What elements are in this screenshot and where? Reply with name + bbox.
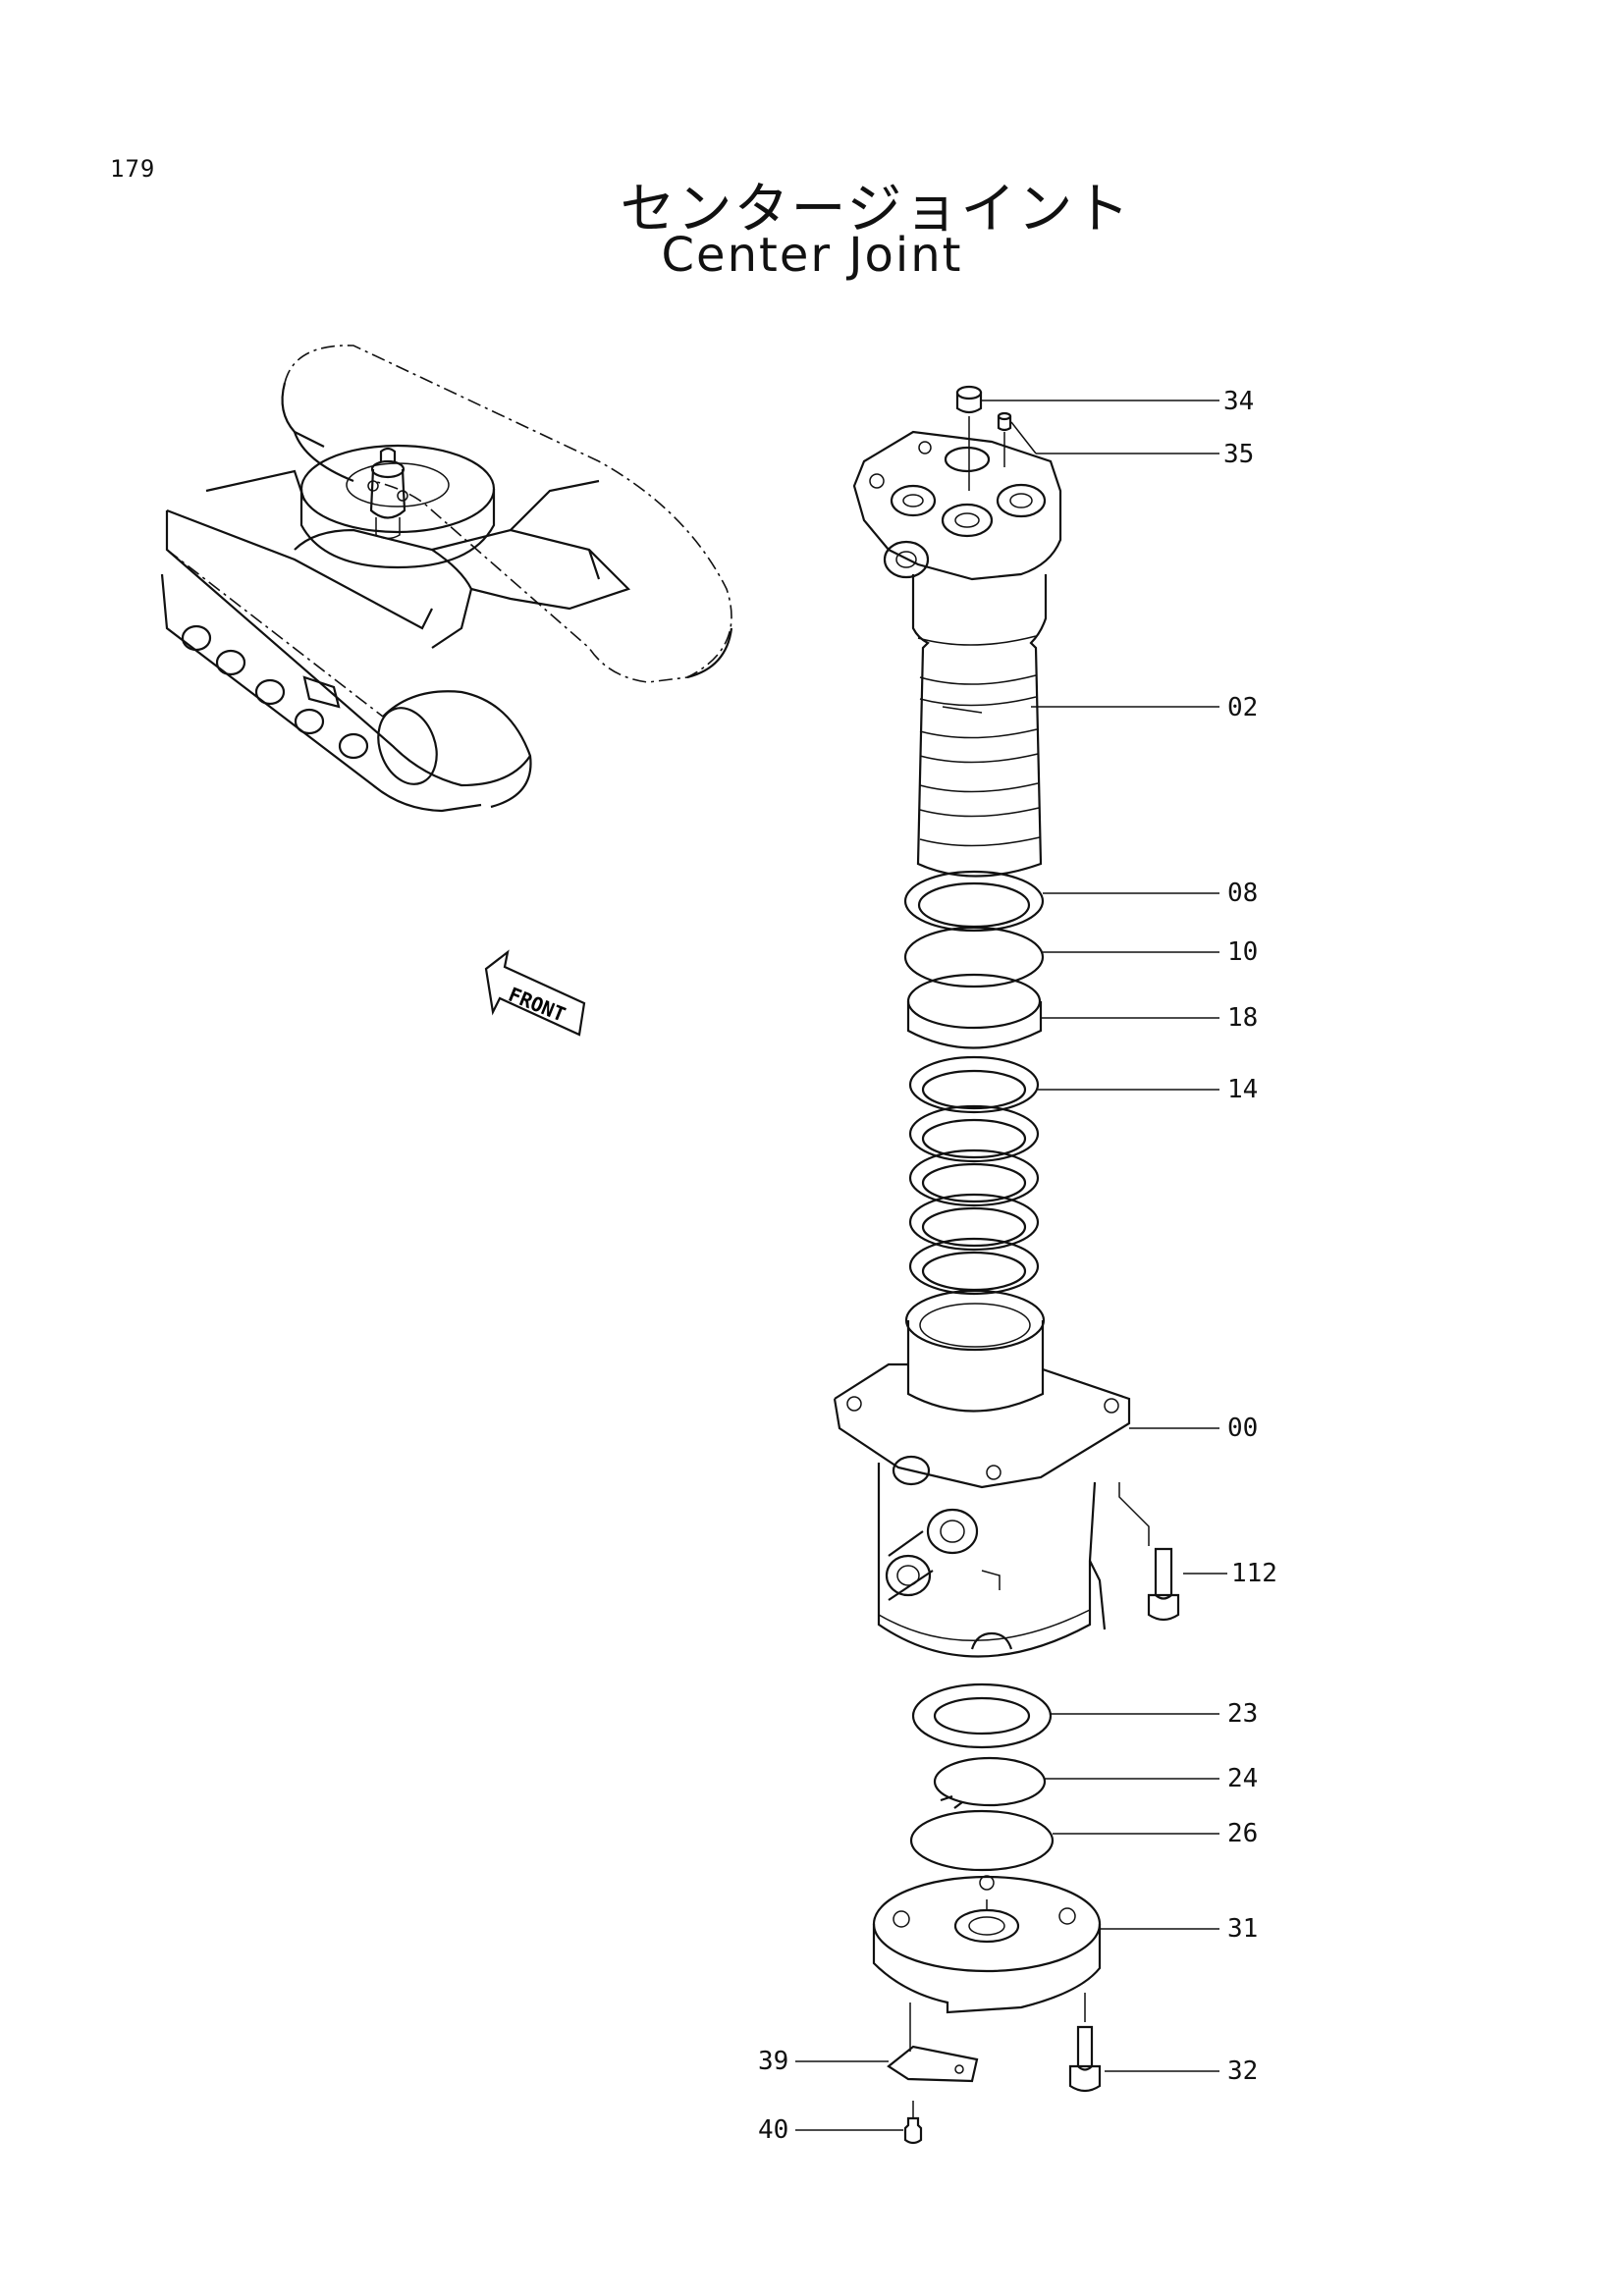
callout-10: 10 [1227, 937, 1259, 967]
title-japanese: センタージョイント [620, 178, 1132, 241]
callout-24: 24 [1227, 1764, 1259, 1793]
front-label: FRONT [506, 983, 569, 1027]
callout-31: 31 [1227, 1914, 1259, 1944]
callout-34: 34 [1223, 387, 1255, 416]
callout-18: 18 [1227, 1003, 1259, 1033]
callout-14: 14 [1227, 1075, 1259, 1104]
callout-32: 32 [1227, 2056, 1259, 2086]
callout-00: 00 [1227, 1414, 1259, 1443]
callout-39: 39 [758, 2047, 789, 2076]
page-number: 179 [110, 155, 156, 183]
callout-112: 112 [1231, 1559, 1277, 1588]
callout-23: 23 [1227, 1699, 1259, 1729]
callout-08: 08 [1227, 879, 1259, 908]
undercarriage-illustration [160, 345, 733, 813]
callout-35: 35 [1223, 440, 1255, 469]
front-arrow-icon: FRONT [484, 949, 586, 1037]
title-english: Center Joint [661, 228, 963, 283]
center-joint-exploded [795, 385, 1227, 2145]
callout-26: 26 [1227, 1819, 1259, 1848]
callout-02: 02 [1227, 693, 1259, 722]
callout-40: 40 [758, 2115, 789, 2145]
